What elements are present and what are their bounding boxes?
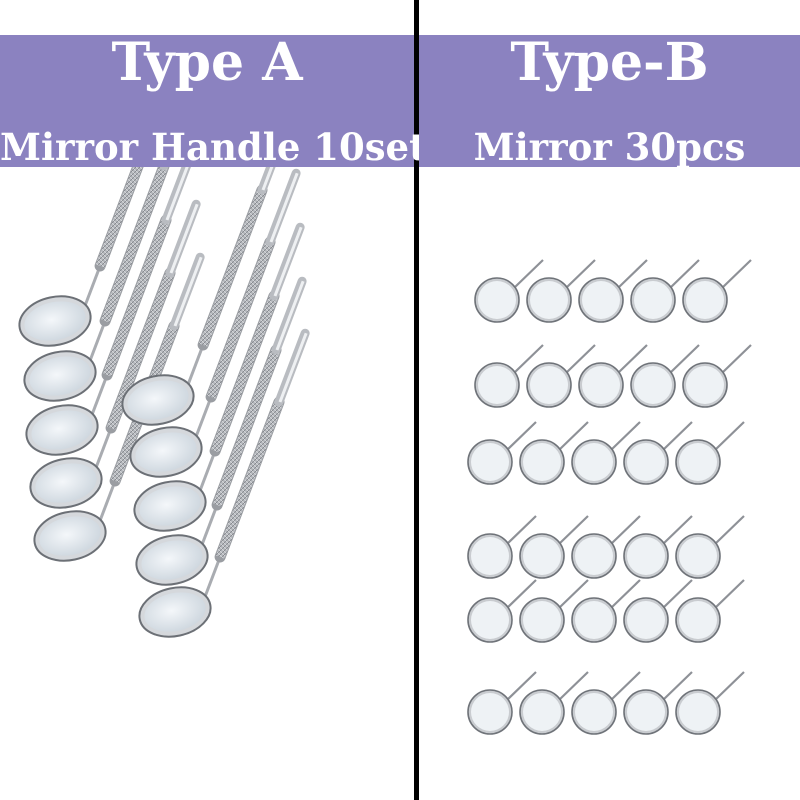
mirror-head (467, 671, 537, 735)
mirror-head (675, 671, 745, 735)
mirror-head (630, 259, 700, 323)
mirror-head-group (467, 259, 752, 735)
mirror-head (623, 515, 693, 579)
mirror-head (682, 344, 752, 408)
mirror-handle (129, 168, 301, 478)
mirror-handle (29, 199, 201, 509)
mirror-handle (33, 252, 205, 562)
mirror-head (675, 579, 745, 643)
mirror-head (526, 259, 596, 323)
type-b-header: Type-B Mirror 30pcs (419, 35, 800, 167)
mirror-handle (18, 167, 144, 347)
mirror-heads-photo (467, 259, 752, 735)
mirror-head (675, 421, 745, 485)
mirror-head (675, 515, 745, 579)
type-a-title: Type A (111, 32, 303, 93)
type-b-title: Type-B (510, 32, 709, 93)
mirror-head (467, 579, 537, 643)
mirror-head (623, 421, 693, 485)
mirror-head (519, 421, 589, 485)
type-b-subtitle: Mirror 30pcs (473, 125, 746, 169)
type-a-header: Type A Mirror Handle 10set (0, 32, 427, 169)
mirror-handle-set-photo (18, 167, 310, 638)
mirror-handle (25, 167, 191, 456)
mirror-head (578, 259, 648, 323)
type-a-subtitle: Mirror Handle 10set (0, 125, 427, 169)
mirror-head (474, 259, 544, 323)
mirror-handle (133, 222, 305, 532)
mirror-handle (138, 328, 310, 638)
mirror-handle (23, 167, 170, 402)
mirror-head (467, 421, 537, 485)
mirror-handle-group (18, 167, 310, 638)
mirror-handle (121, 167, 276, 426)
mirror-head (630, 344, 700, 408)
mirror-head (623, 671, 693, 735)
mirror-head (571, 515, 641, 579)
panel-divider (414, 0, 419, 800)
mirror-head (571, 671, 641, 735)
mirror-head (623, 579, 693, 643)
mirror-head (526, 344, 596, 408)
mirror-head (474, 344, 544, 408)
mirror-handle (135, 276, 307, 586)
mirror-head (682, 259, 752, 323)
mirror-head (571, 579, 641, 643)
mirror-head (519, 671, 589, 735)
mirror-head (519, 579, 589, 643)
mirror-head (519, 515, 589, 579)
mirror-head (467, 515, 537, 579)
mirror-head (571, 421, 641, 485)
mirror-head (578, 344, 648, 408)
